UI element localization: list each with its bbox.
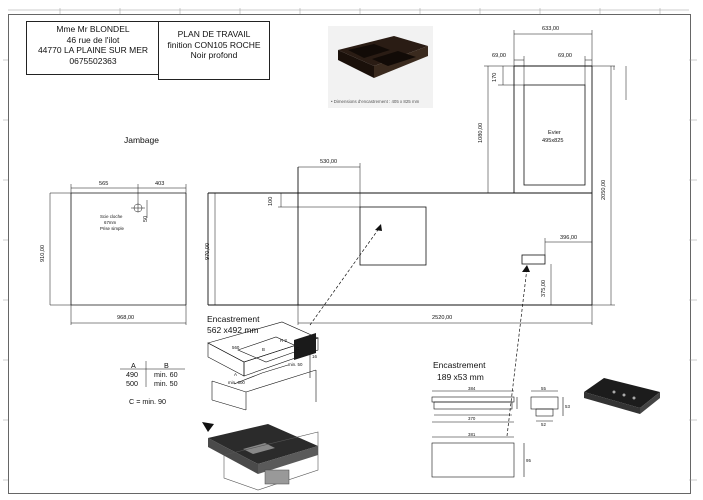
diag-label-560: 560	[232, 345, 240, 350]
sink-size: 495x825	[542, 138, 564, 144]
leader-arrows	[309, 226, 528, 437]
control-render	[584, 378, 660, 414]
sink-label: Evier	[548, 130, 561, 136]
jambage-panel	[70, 192, 187, 306]
encastrement-hob-title: Encastrement	[207, 314, 260, 324]
arrow-head-control	[522, 265, 530, 272]
title-line1: PLAN DE TRAVAIL	[177, 29, 251, 39]
drawing-frame	[8, 14, 691, 494]
dim-970: 970,00	[205, 242, 211, 260]
ab-header-a: A	[131, 361, 136, 370]
c-note: C = min. 90	[129, 397, 166, 406]
ab-cell-1-1: min. 50	[154, 379, 178, 388]
dim-633: 633,00	[542, 26, 560, 32]
hole-note-2: 67mm	[104, 220, 117, 225]
dim-69-right: 69,00	[558, 53, 572, 59]
diag-label-c: C	[296, 346, 300, 351]
diag-label-min600: min. 600	[228, 380, 245, 385]
diag-label-b: B	[262, 347, 265, 352]
title-box: PLAN DE TRAVAIL finition CON105 ROCHE No…	[158, 21, 270, 80]
dim-2520: 2520,00	[432, 315, 453, 321]
client-phone: 0675502363	[69, 55, 117, 66]
tech-num-52: 52	[541, 422, 546, 427]
hob-render	[202, 422, 319, 491]
dim-396: 396,00	[560, 235, 578, 241]
dim-403: 403	[155, 181, 165, 187]
hob-install-diagram	[207, 321, 319, 411]
tech-num-95: 95	[526, 458, 531, 463]
client-city: 44770 LA PLAINE SUR MER	[37, 45, 149, 55]
dim-100: 100	[268, 196, 274, 206]
jambage-dimensions	[49, 184, 187, 325]
encastrement-control-size: 189 x53 mm	[437, 372, 484, 382]
dim-530: 530,00	[320, 159, 338, 165]
tech-num-384: 384	[468, 386, 476, 391]
jambage-title: Jambage	[124, 135, 159, 145]
sink-photo-caption: • Dimensions d'encastrement : 405 x 825 …	[331, 99, 420, 104]
tech-num-381: 381	[468, 432, 476, 437]
edge-ticks	[3, 8, 697, 481]
tech-num-55: 55	[541, 386, 546, 391]
dim-2050: 2050,00	[601, 179, 607, 200]
dim-1080: 1080,00	[478, 122, 484, 143]
hole-note-3: Prise simple	[100, 226, 124, 231]
sink-image	[338, 36, 428, 78]
diag-label-r3: R 3	[280, 338, 287, 343]
tech-num-53: 53	[565, 404, 570, 409]
control-cutout	[521, 254, 546, 265]
dim-170: 170	[492, 72, 498, 82]
ab-cell-0-0: 490	[126, 370, 138, 379]
hob-edge-block	[294, 333, 316, 360]
diag-label-a: A	[234, 372, 237, 377]
sink-cutout	[523, 84, 586, 186]
arrow-head-hob	[375, 224, 382, 231]
ab-table-lines	[120, 361, 185, 387]
ab-header-b: B	[164, 361, 169, 370]
main-worktop	[207, 65, 593, 306]
client-street: 46 rue de l'ilot	[66, 34, 120, 45]
ab-cell-0-1: min. 60	[154, 370, 178, 379]
dim-375: 375,00	[541, 279, 547, 297]
encastrement-control-title: Encastrement	[433, 360, 486, 370]
dim-910: 910,00	[40, 244, 46, 262]
main-dimensions	[214, 30, 627, 325]
dim-968: 968,00	[117, 315, 135, 321]
sink-photo: • Dimensions d'encastrement : 405 x 825 …	[328, 26, 433, 108]
title-line2: finition CON105 ROCHE	[167, 39, 261, 50]
ab-cell-1-0: 500	[126, 379, 138, 388]
diag-label-min50: min. 50	[288, 362, 303, 367]
client-box: Mme Mr BLONDEL 46 rue de l'ilot 44770 LA…	[26, 21, 160, 75]
diag-label-16: 16	[312, 354, 317, 359]
dim-69-left: 69,00	[492, 53, 506, 59]
client-name: Mme Mr BLONDEL	[56, 24, 130, 34]
dim-565: 565	[99, 181, 109, 187]
control-tech-drawing	[431, 390, 564, 478]
hob-cutout	[359, 206, 427, 266]
dim-50: 50	[143, 215, 149, 222]
title-line3: Noir profond	[190, 50, 238, 60]
encastrement-hob-size: 562 x492 mm	[207, 325, 259, 335]
hole-note-1: Scie cloche	[100, 214, 123, 219]
tech-num-370: 370	[468, 416, 476, 421]
